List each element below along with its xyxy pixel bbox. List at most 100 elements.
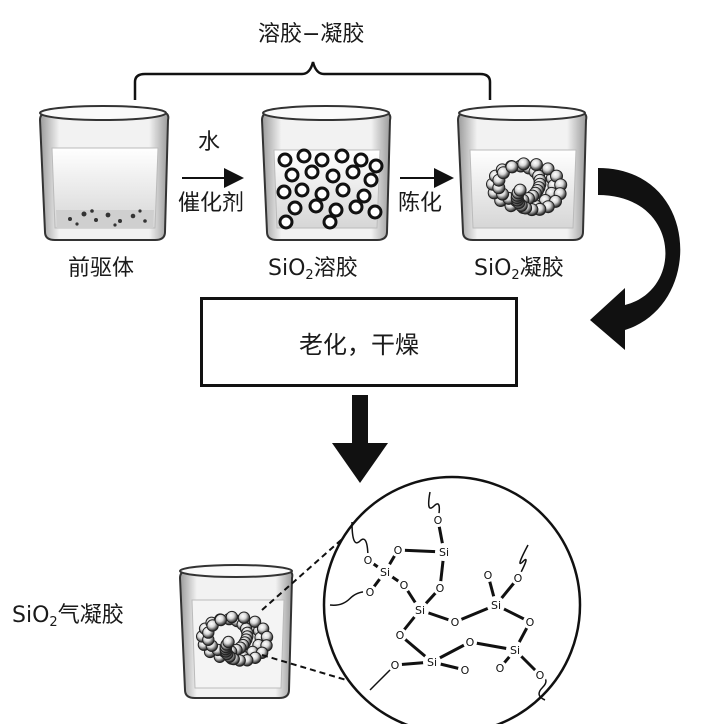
terminal-bond (427, 491, 441, 521)
sol-particle (353, 152, 369, 168)
oxygen-atom-bg (363, 585, 377, 599)
sol-particle (304, 164, 320, 180)
oxygen-atom-bg (393, 628, 407, 642)
oxygen-atom-label: O (391, 659, 400, 672)
oxygen-atom-bg (458, 663, 472, 677)
oxygen-atom-bg (361, 553, 375, 567)
sol-particle (296, 148, 312, 164)
sol-particle (278, 214, 294, 230)
oxygen-atom-bg (433, 581, 447, 595)
silicon-atom-label: Si (380, 566, 390, 579)
silicon-atom-bg (487, 596, 505, 614)
aging-label: 陈化 (398, 191, 443, 216)
oxygen-atom-label: O (496, 662, 505, 675)
silicon-atom-bg (506, 641, 524, 659)
silicon-atom-bg (411, 601, 429, 619)
oxygen-atom-label: O (436, 582, 445, 595)
sol-particle (325, 168, 341, 184)
sol-particle (335, 182, 351, 198)
oxygen-atom-label: O (451, 616, 460, 629)
sol-particle (334, 148, 350, 164)
gel-bead (517, 157, 531, 171)
sol-particle (287, 200, 303, 216)
oxygen-atom-label: O (514, 572, 523, 585)
silicon-atom-label: Si (491, 599, 501, 612)
gel-bead (513, 183, 527, 197)
sol-particle (314, 152, 330, 168)
oxygen-atom-bg (448, 615, 462, 629)
sio2-sol-beaker (260, 105, 392, 241)
oxygen-atom-bg (391, 543, 405, 557)
sol-particle (345, 164, 361, 180)
oxygen-atom-label: O (526, 616, 535, 629)
down-arrow (332, 395, 388, 483)
sol-particle (284, 167, 300, 183)
oxygen-atom-label: O (394, 544, 403, 557)
gel-network (486, 157, 568, 217)
aerogel-beaker (178, 564, 294, 699)
oxygen-atom-bg (388, 658, 402, 672)
zoom-line-top (261, 524, 359, 611)
gel-bead (541, 162, 555, 176)
aging-drying-box: 老化，干燥 (200, 297, 518, 387)
aerogel-bead (222, 635, 235, 649)
sio2-gel-label: SiO2凝胶 (474, 256, 564, 283)
aerogel-network (196, 610, 274, 667)
sol-particle (322, 214, 338, 230)
oxygen-atom-bg (523, 615, 537, 629)
sol-particle (308, 198, 324, 214)
oxygen-atom-label: O (466, 636, 475, 649)
aging-drying-label: 老化，干燥 (299, 330, 419, 359)
sol-particle (277, 152, 293, 168)
silicon-atom-bg (435, 543, 453, 561)
oxygen-atom-label: O (396, 629, 405, 642)
oxygen-atom-label: O (484, 569, 493, 582)
gel-bead (505, 160, 519, 174)
sol-particle (348, 199, 364, 215)
oxygen-atom-bg (463, 635, 477, 649)
oxygen-atom-bg (493, 661, 507, 675)
sol-particle (363, 172, 379, 188)
sio2-gel-beaker (456, 105, 588, 241)
aerogel-bead (214, 613, 228, 627)
curved-arrow (590, 168, 681, 350)
oxygen-atom-bg (431, 513, 445, 527)
silicon-atom-label: Si (427, 656, 437, 669)
sol-particle (356, 188, 372, 204)
silicon-atom-bg (376, 563, 394, 581)
sol-particle (368, 158, 384, 174)
aerogel-bead (237, 611, 251, 624)
precursor-label: 前驱体 (68, 256, 135, 281)
sio2-sol-label: SiO2溶胶 (268, 256, 358, 283)
oxygen-atom-bg (511, 571, 525, 585)
oxygen-atom-label: O (461, 664, 470, 677)
sol-particle (367, 204, 383, 220)
precursor-beaker (38, 105, 170, 241)
silicon-atom-label: Si (510, 644, 520, 657)
oxygen-atom-label: O (536, 669, 545, 682)
oxygen-atom-label: O (400, 579, 409, 592)
sol-particle (294, 182, 310, 198)
silicon-atom-label: Si (415, 604, 425, 617)
sol-particle (276, 184, 292, 200)
sio2-aerogel-label: SiO2气凝胶 (12, 603, 124, 630)
zoom-circle (322, 475, 582, 724)
oxygen-atom-bg (533, 668, 547, 682)
sol-gel-brace (133, 61, 492, 100)
catalyst-label: 催化剂 (178, 191, 245, 216)
terminal-bond (351, 521, 369, 561)
gel-bead (529, 158, 543, 172)
sol-particle (314, 186, 330, 202)
water-label: 水 (198, 130, 221, 155)
oxygen-atom-label: O (364, 554, 373, 567)
aerogel-bead (225, 610, 239, 624)
silicon-atom-label: Si (439, 546, 449, 559)
aerogel-bead (248, 615, 262, 628)
oxygen-atom-bg (397, 578, 411, 592)
sol-gel-label: 溶胶−凝胶 (258, 22, 365, 47)
sol-particle (328, 202, 344, 218)
oxygen-atom-label: O (434, 514, 443, 527)
